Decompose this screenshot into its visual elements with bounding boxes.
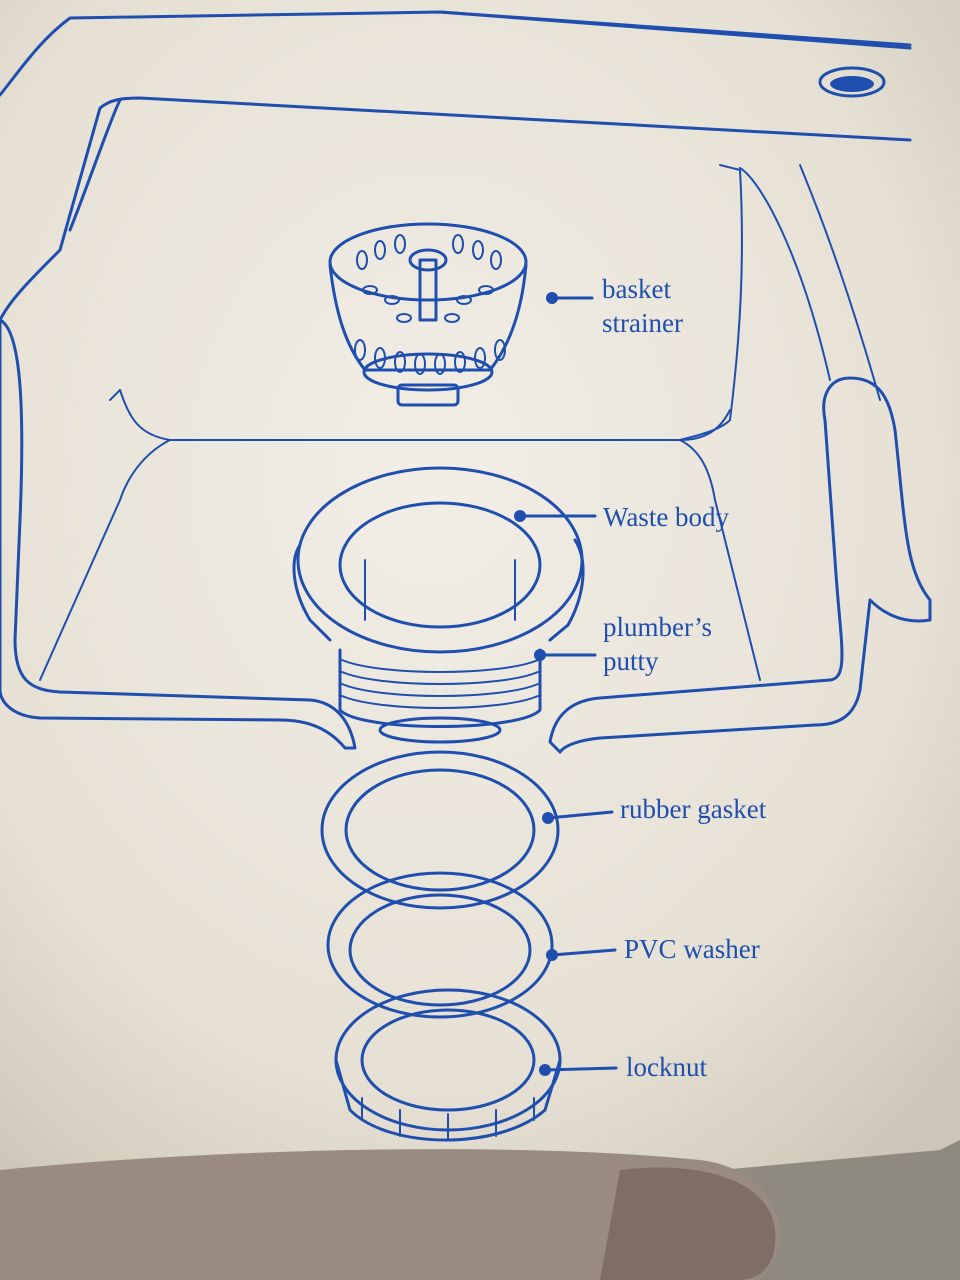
label-plumbers-putty-line2: putty — [603, 646, 659, 676]
label-basket-strainer-line1: basket — [602, 274, 671, 304]
label-locknut: locknut — [626, 1052, 707, 1082]
faucet-hole-shadow — [830, 76, 874, 92]
sink-right-cross-section — [548, 376, 932, 754]
finger-shadow — [0, 1149, 780, 1280]
thumb-tip — [600, 1167, 776, 1280]
label-basket-strainer-line2: strainer — [602, 308, 683, 338]
rubber-gasket-part — [320, 750, 560, 910]
leader-lines — [514, 292, 618, 1076]
basket-strainer-part — [328, 222, 528, 407]
label-rubber-gasket: rubber gasket — [620, 794, 767, 824]
label-waste-body: Waste body — [603, 502, 730, 532]
sink-left-cross-section — [0, 318, 357, 750]
sheet-border — [0, 10, 912, 97]
pvc-washer-part — [326, 871, 554, 1019]
locknut-part — [334, 988, 562, 1142]
sink-bowl — [0, 96, 912, 681]
waste-body-part — [292, 466, 585, 744]
faucet-hole-icon — [818, 66, 886, 98]
label-plumbers-putty-line1: plumber’s — [603, 612, 712, 642]
paper-sheet — [0, 0, 960, 1180]
label-pvc-washer: PVC washer — [624, 934, 760, 964]
